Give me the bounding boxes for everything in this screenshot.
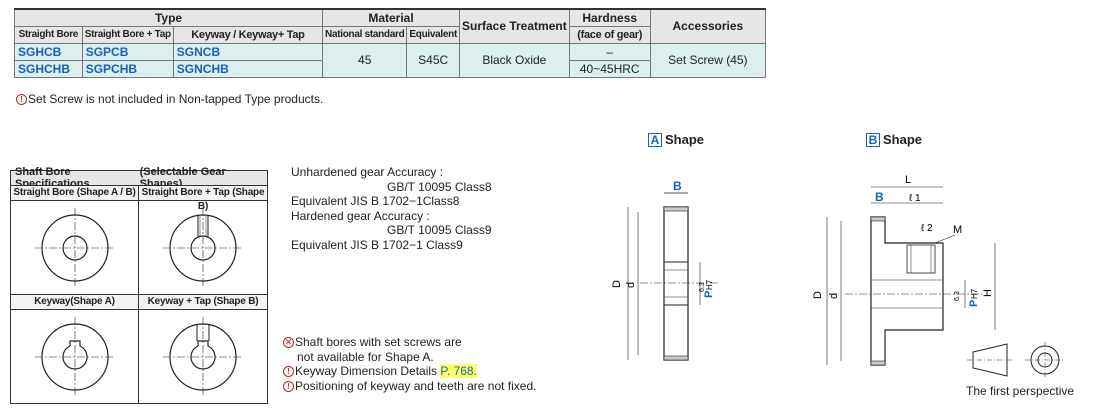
- svg-text:d: d: [625, 282, 637, 288]
- shape-a-drawing: B D d P H7 6.3: [611, 179, 720, 361]
- svg-text:H7: H7: [970, 288, 979, 299]
- code-sgncb[interactable]: SGNCB: [172, 42, 324, 61]
- material-national: 45: [322, 42, 408, 78]
- material-equivalent: S45C: [406, 42, 460, 78]
- shaft-bore-header: Shaft Bore Specifications (Selectable Ge…: [11, 166, 267, 190]
- accessories-header: Accessories: [649, 8, 767, 44]
- shape-b-box: B: [866, 132, 880, 147]
- straight-bore-tap-label: Straight Bore + Tap (Shape B): [139, 186, 267, 212]
- keyway-header: Keyway / Keyway+ Tap: [172, 25, 324, 44]
- straight-bore-figure: [11, 201, 138, 295]
- type-header: Type: [13, 8, 324, 27]
- svg-text:P: P: [968, 300, 980, 307]
- code-sgpchb[interactable]: SGPCHB: [81, 59, 174, 78]
- warning-icon: !: [283, 380, 294, 392]
- svg-text:6.3: 6.3: [954, 291, 961, 301]
- spec-table: Type Material Surface Treatment Hardness…: [13, 8, 767, 78]
- perspective-label: The first perspective: [966, 384, 1075, 398]
- warning-icon: !: [283, 366, 294, 378]
- svg-text:d: d: [828, 293, 840, 299]
- svg-text:ℓ 1: ℓ 1: [909, 193, 921, 204]
- equivalent-header: Equivalent: [406, 25, 460, 44]
- notes: ✕Shaft bores with set screws are not ava…: [283, 335, 537, 393]
- shaft-bore-box: Shaft Bore Specifications (Selectable Ge…: [10, 166, 268, 404]
- first-angle-projection-icon: [967, 342, 1065, 378]
- prohibited-icon: ✕: [283, 337, 294, 349]
- accuracy-text: Unhardened gear Accuracy : GB/T 10095 Cl…: [291, 165, 492, 252]
- svg-text:B: B: [875, 190, 884, 204]
- code-sghchb[interactable]: SGHCHB: [14, 59, 83, 78]
- svg-text:ℓ 2: ℓ 2: [921, 223, 933, 234]
- accessories-value: Set Screw (45): [649, 42, 767, 78]
- hardness-value-2: 40~45HRC: [568, 59, 651, 78]
- set-screw-note: !Set Screw is not included in Non-tapped…: [16, 92, 323, 106]
- shape-a-box: A: [648, 132, 662, 147]
- code-sgpcb[interactable]: SGPCB: [81, 42, 174, 61]
- svg-text:D: D: [812, 291, 824, 299]
- keyway-tap-label: Keyway + Tap (Shape B): [139, 295, 267, 310]
- straight-bore-label: Straight Bore (Shape A / B): [11, 186, 138, 201]
- hardness-sub-header: (face of gear): [568, 25, 651, 44]
- shape-b-drawing: L B ℓ 1 ℓ 2 M D d P H7 H 6.3: [812, 174, 996, 366]
- straight-bore-tap-figure: [139, 201, 267, 295]
- keyway-figure: [11, 310, 138, 403]
- code-sgnchb[interactable]: SGNCHB: [172, 59, 324, 78]
- svg-text:B: B: [673, 179, 682, 193]
- svg-text:H: H: [982, 289, 994, 297]
- svg-text:P: P: [703, 291, 715, 298]
- warning-icon: !: [16, 94, 27, 106]
- material-header: Material: [322, 8, 460, 27]
- keyway-page-link[interactable]: P. 768.: [440, 364, 477, 378]
- national-standard-header: National standard: [322, 25, 408, 44]
- code-sghcb[interactable]: SGHCB: [14, 42, 83, 61]
- straight-bore-tap-header: Straight Bore + Tap: [81, 25, 174, 44]
- surface-value: Black Oxide: [458, 42, 570, 78]
- svg-text:M: M: [953, 224, 962, 236]
- keyway-label: Keyway(Shape A): [11, 295, 138, 310]
- hardness-header: Hardness: [568, 8, 651, 27]
- svg-text:L: L: [905, 174, 911, 186]
- surface-header: Surface Treatment: [458, 8, 570, 44]
- svg-text:H7: H7: [705, 279, 714, 290]
- svg-text:6.3: 6.3: [699, 282, 706, 292]
- hardness-value-1: –: [568, 42, 651, 61]
- svg-text:D: D: [611, 280, 623, 288]
- keyway-tap-figure: [139, 310, 267, 403]
- straight-bore-header: Straight Bore: [14, 25, 83, 44]
